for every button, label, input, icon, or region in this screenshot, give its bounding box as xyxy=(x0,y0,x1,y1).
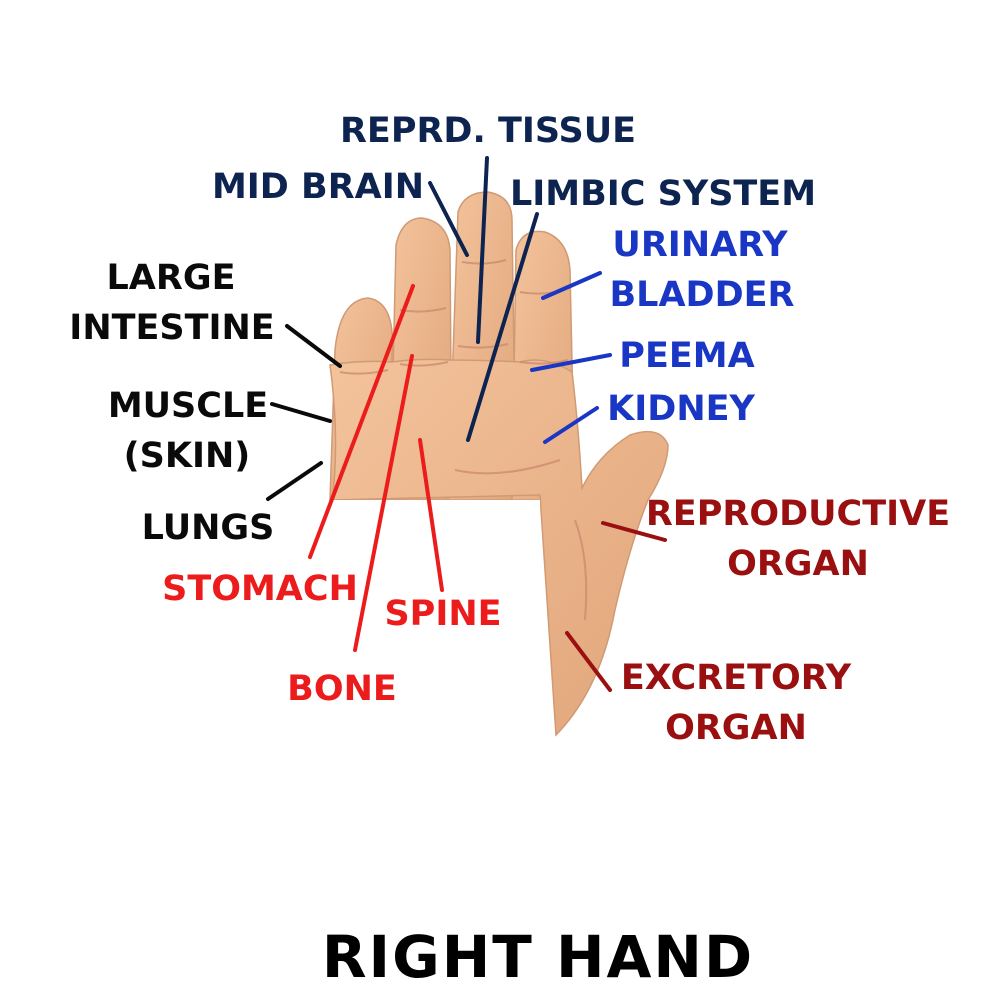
leader-urinary-bladder xyxy=(541,271,602,300)
label-reproductive: REPRODUCTIVE xyxy=(646,494,950,534)
leader-lungs xyxy=(266,461,323,501)
label-limbic-system: LIMBIC SYSTEM xyxy=(510,174,816,214)
label-intestine: INTESTINE xyxy=(69,308,274,348)
leader-kidney xyxy=(543,406,599,444)
label-organ-reproductive: ORGAN xyxy=(727,544,869,584)
leader-limbic-system xyxy=(466,212,539,442)
label-bone: BONE xyxy=(287,669,397,709)
leader-stomach xyxy=(308,284,415,559)
label-reprd-tissue: REPRD. TISSUE xyxy=(340,111,636,151)
label-lungs: LUNGS xyxy=(142,508,275,548)
label-spine: SPINE xyxy=(384,594,501,634)
label-stomach: STOMACH xyxy=(162,569,358,609)
label-muscle: MUSCLE xyxy=(108,386,268,426)
label-bladder: BLADDER xyxy=(609,275,794,315)
leader-bone xyxy=(353,354,414,652)
leader-reproductive-organ xyxy=(601,521,667,542)
hand-illustration xyxy=(329,191,669,740)
leader-muscle xyxy=(270,402,332,423)
label-peema: PEEMA xyxy=(619,336,754,376)
leader-lines xyxy=(266,156,667,692)
leader-spine xyxy=(418,438,444,592)
label-skin: (SKIN) xyxy=(124,436,251,476)
palm xyxy=(329,358,669,737)
leader-reprd-tissue xyxy=(476,156,489,344)
organ-labels: REPRD. TISSUE MID BRAIN LIMBIC SYSTEM UR… xyxy=(69,111,950,748)
label-excretory: EXCRETORY xyxy=(621,658,852,698)
page-title: RIGHT HAND xyxy=(322,923,754,991)
leader-large-intestine xyxy=(285,324,342,368)
label-organ-excretory: ORGAN xyxy=(665,708,807,748)
label-mid-brain: MID BRAIN xyxy=(212,167,424,207)
leader-peema xyxy=(530,353,612,372)
label-urinary: URINARY xyxy=(612,225,788,265)
leader-mid-brain xyxy=(428,181,469,257)
label-large: LARGE xyxy=(107,258,236,298)
label-kidney: KIDNEY xyxy=(607,389,755,429)
leader-excretory-organ xyxy=(565,631,612,692)
